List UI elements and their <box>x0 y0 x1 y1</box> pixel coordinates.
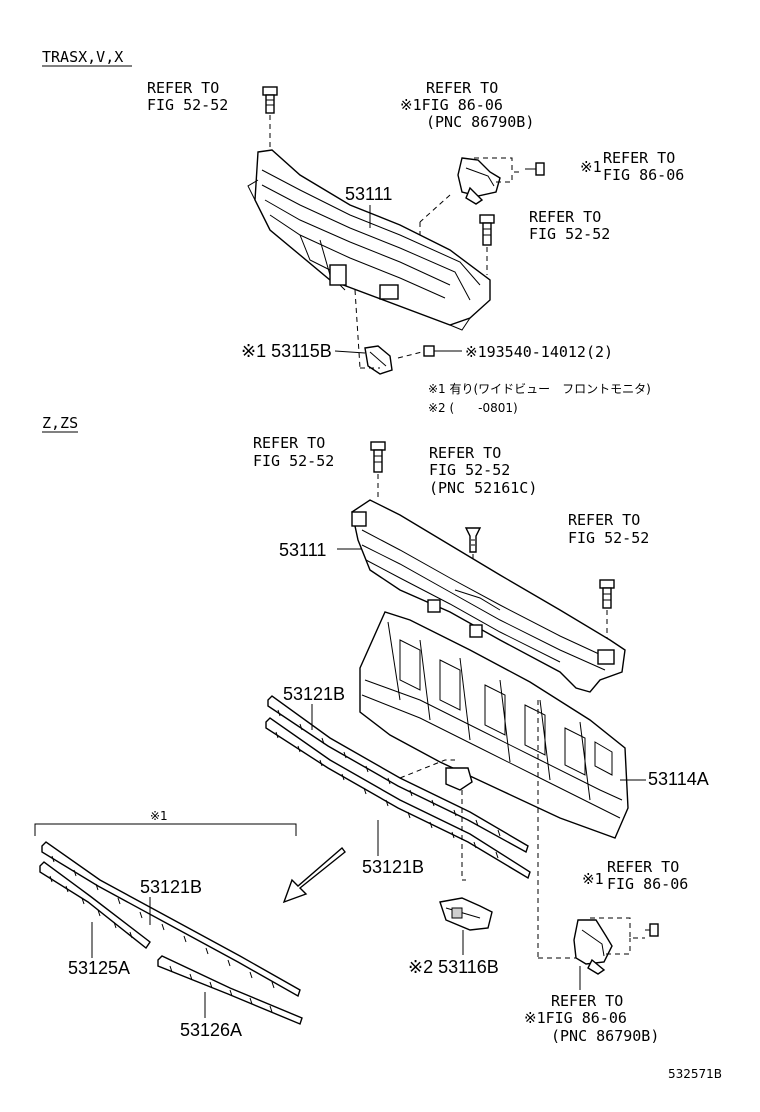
bolt-icon <box>370 441 386 473</box>
camera-bracket-top <box>457 157 501 205</box>
refer-label: FIG 52-52 <box>529 225 610 243</box>
option-group: ※1 <box>34 809 303 1025</box>
bolt-icon <box>262 86 278 114</box>
part-number: 53121B <box>140 877 202 897</box>
refer-label: REFER TO <box>429 444 501 462</box>
refer-label: (PNC 86790B) <box>426 113 534 131</box>
refer-label: ※1FIG 86-06 <box>524 1009 627 1027</box>
part-number: 53121B <box>283 684 345 704</box>
part-number: 53121B <box>362 857 424 877</box>
bracket-53115b <box>364 345 393 375</box>
screw-icon <box>423 345 462 357</box>
section-top: TRASX,V,X <box>42 48 684 415</box>
refer-label: ※1 <box>582 870 604 888</box>
refer-label: ※1FIG 86-06 <box>400 96 503 114</box>
moulding-53121b-lower <box>265 717 531 880</box>
camera-bracket-bottom <box>573 919 613 975</box>
refer-label: FIG 52-52 <box>429 461 510 479</box>
part-number: ※1 53115B <box>241 341 332 361</box>
clip-icon <box>464 527 482 553</box>
refer-label: FIG 86-06 <box>607 875 688 893</box>
screw-icon <box>525 162 545 176</box>
section-title-bottom: Z,ZS <box>42 414 78 432</box>
refer-label: FIG 52-52 <box>568 529 649 547</box>
refer-label: REFER TO <box>568 511 640 529</box>
refer-label: FIG 86-06 <box>603 166 684 184</box>
bolt-icon <box>599 579 615 609</box>
refer-label: REFER TO <box>551 992 623 1010</box>
part-number: 53126A <box>180 1020 242 1040</box>
part-number: 53111 <box>279 540 326 560</box>
option-mark: ※1 <box>150 809 168 823</box>
part-number: ※2 53116B <box>408 957 499 977</box>
refer-label: (PNC 52161C) <box>429 479 537 497</box>
clip-icon <box>445 767 473 791</box>
section-bottom: Z,ZS <box>34 414 722 1081</box>
refer-label: ※1 <box>580 158 602 176</box>
refer-label: REFER TO <box>426 79 498 97</box>
reinforcement-53111-top <box>247 149 491 331</box>
refer-label: REFER TO <box>253 434 325 452</box>
reinforcement-53111-bottom <box>351 499 626 693</box>
refer-label: (PNC 86790B) <box>551 1027 659 1045</box>
refer-label: REFER TO <box>529 208 601 226</box>
grille-frame-53114a <box>359 611 629 839</box>
refer-label: FIG 52-52 <box>253 452 334 470</box>
moulding-53121b-upper <box>267 695 529 854</box>
section-title-top: TRASX,V,X <box>42 48 123 66</box>
figure-code: 532571B <box>668 1067 722 1081</box>
part-number: 53125A <box>68 958 130 978</box>
part-number: ※193540-14012(2) <box>465 343 613 361</box>
footnote: ※1 有り(ワイドビュー フロントモニタ) <box>428 382 651 396</box>
screw-icon <box>645 923 659 937</box>
refer-label: REFER TO <box>603 149 675 167</box>
refer-label: FIG 52-52 <box>147 96 228 114</box>
bracket-53116b <box>439 897 493 931</box>
refer-label: REFER TO <box>147 79 219 97</box>
part-number: 53111 <box>345 184 392 204</box>
refer-label: REFER TO <box>607 858 679 876</box>
bolt-icon <box>479 214 495 246</box>
direction-arrow-icon <box>282 846 346 904</box>
part-number: 53114A <box>648 769 709 789</box>
footnote: ※2 ( -0801) <box>428 401 518 415</box>
